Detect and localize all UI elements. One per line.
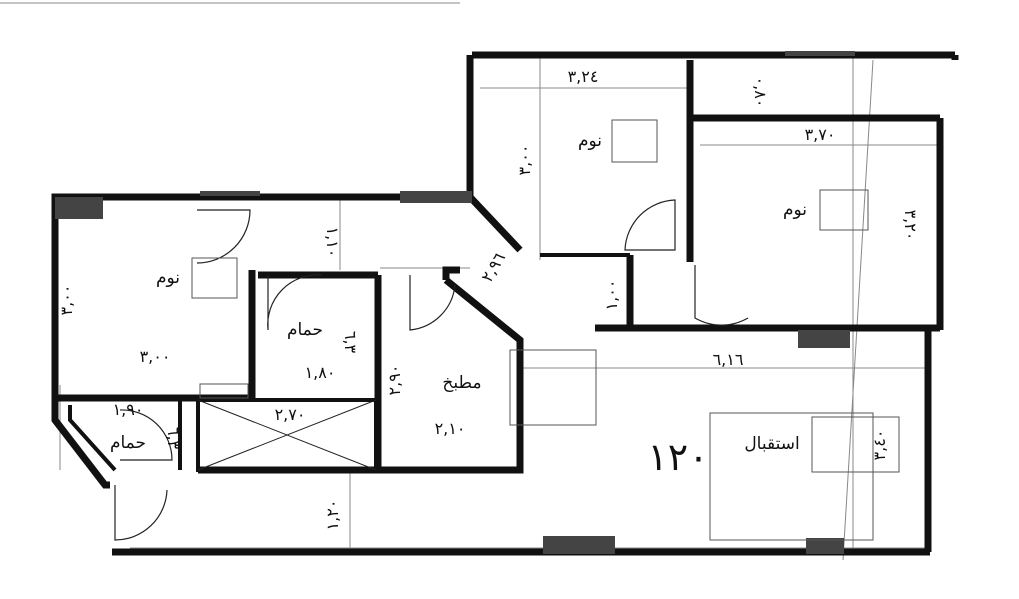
dim-bath-left-depth: ٦,٣: [164, 427, 183, 450]
guide-lines: [0, 2, 940, 561]
bed-right: [819, 189, 869, 231]
label-reception: استقبال: [744, 434, 799, 454]
label-bedroom-left: نوم: [156, 268, 180, 288]
area-label: ١٢٠: [647, 435, 708, 479]
dim-corridor-width: ١,٠٠: [602, 280, 621, 311]
dim-top-bedroom-width: ٣,٢٤: [568, 67, 599, 86]
column-bottom-2: [806, 538, 844, 554]
bed-left: [191, 257, 238, 299]
dimension-labels: ٣,٢٤ ٠,٨٠ ٣,٠٠ ٣,٧٠ ٣,٢٠ ١,٠٠ ٣,٠٠ ٣,٠٠ …: [57, 67, 920, 530]
dim-kitchen-width: ٢,١٠: [435, 419, 466, 438]
dim-right-bedroom-width: ٣,٧٠: [805, 125, 836, 144]
dim-reception-length: ٦,١٦: [713, 350, 744, 369]
dim-top-corridor-depth: ٠,٨٠: [751, 77, 770, 108]
label-kitchen: مطبخ: [442, 373, 481, 393]
dim-right-bedroom-depth: ٣,٢٠: [901, 210, 920, 241]
dim-left-bedroom-depth: ٣,٠٠: [57, 285, 76, 316]
dim-left-bedroom-width: ٣,٠٠: [140, 347, 171, 366]
dim-bath-middle-depth: ٦,٣: [341, 331, 360, 354]
reception-sofa: [709, 412, 874, 541]
dim-bath-left-width: ١,٩٠: [113, 400, 144, 419]
dim-bath-middle-width: ١,٨٠: [305, 363, 336, 382]
label-bedroom-top: نوم: [578, 131, 602, 151]
dim-top-bedroom-depth: ٣,٠٠: [515, 145, 534, 176]
furniture: [191, 119, 900, 541]
column-left: [55, 197, 103, 219]
column-mid: [400, 191, 472, 203]
column-bottom-1: [543, 536, 615, 554]
label-bath-left: حمام: [110, 433, 146, 453]
columns: [55, 51, 855, 554]
column-right: [798, 330, 850, 348]
room-labels: نوم نوم نوم حمام حمام مطبخ استقبال: [110, 131, 807, 454]
doors: [114, 199, 749, 541]
label-bath-middle: حمام: [287, 320, 323, 340]
kitchen-counter: [509, 349, 597, 426]
bath-fixture: [199, 383, 249, 399]
label-bedroom-right: نوم: [783, 200, 807, 220]
dim-left-passage: ١,١٠: [323, 227, 342, 258]
dim-reception-depth: ٣,٤٠: [870, 430, 889, 461]
dim-entry-depth: ١,٢٠: [323, 500, 342, 531]
dim-stair-width: ٢,٧٠: [275, 405, 306, 424]
bed-top: [611, 119, 658, 163]
stair-cross: [197, 399, 377, 471]
dim-kitchen-depth: ٢,٩٠: [385, 365, 404, 396]
reception-table: [811, 416, 900, 473]
dim-kitchen-diagonal: ٢,٩٦: [477, 249, 509, 285]
window-top: [200, 191, 260, 196]
window-top-2: [785, 51, 855, 56]
